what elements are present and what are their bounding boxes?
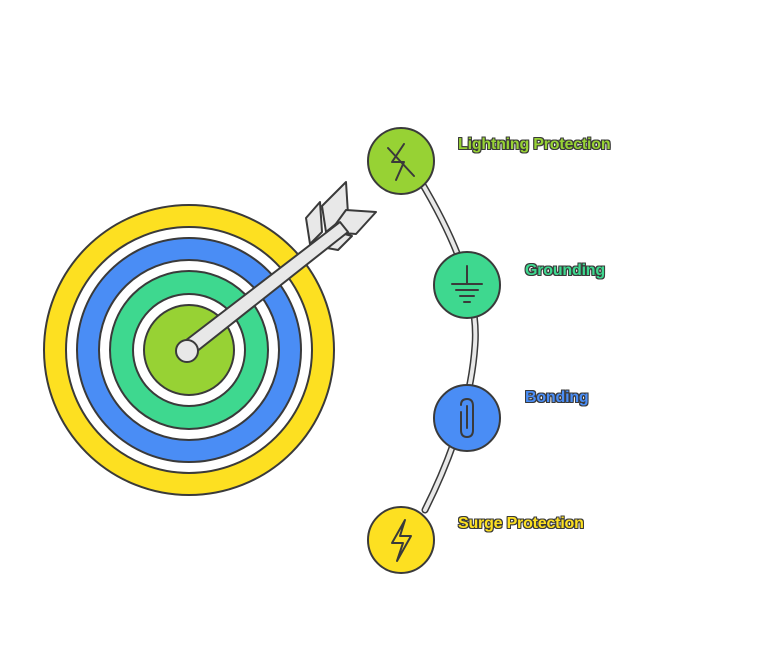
lightning-protection-label: Lightning Protection [458, 136, 611, 153]
arrow-icon [175, 181, 377, 363]
lightning-protection-node [367, 127, 435, 195]
grounding-label: Grounding [525, 262, 605, 279]
paperclip-icon [460, 397, 474, 439]
lightning-bolt-icon [391, 519, 412, 562]
lightning-off-icon [387, 143, 415, 181]
bonding-label: Bonding [525, 389, 589, 406]
timeline-arc-inner [418, 178, 478, 512]
surge-protection-label: Surge Protection [458, 515, 584, 532]
bonding-node [433, 384, 501, 452]
surge-protection-node [367, 506, 435, 574]
ground-icon [451, 265, 483, 303]
grounding-node [433, 251, 501, 319]
